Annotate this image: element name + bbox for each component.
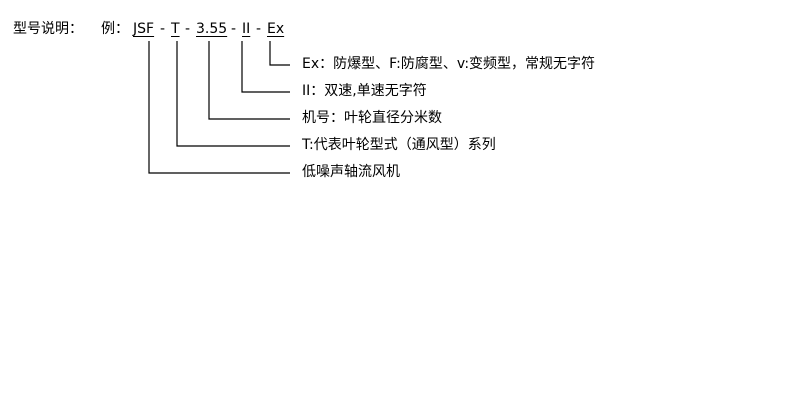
model-note-label: 型号说明： xyxy=(13,21,83,37)
leader-size xyxy=(208,41,290,120)
explanation-protection: Ex：防爆型、F:防腐型、v:变频型，常规无字符 xyxy=(302,56,596,72)
code-separator-4: - xyxy=(256,21,262,37)
code-protection: Ex xyxy=(267,21,285,37)
code-separator-2: - xyxy=(185,21,191,37)
leader-protection xyxy=(269,41,290,66)
explanation-type: T:代表叶轮型式（通风型）系列 xyxy=(302,137,496,153)
code-speed: II xyxy=(242,21,251,37)
example-prefix: 例： xyxy=(101,21,129,37)
code-series: JSF xyxy=(133,21,155,37)
code-separator-3: - xyxy=(231,21,237,37)
explanation-series: 低噪声轴流风机 xyxy=(302,164,400,180)
explanation-speed: II：双速,单速无字符 xyxy=(302,83,427,99)
code-type: T xyxy=(171,21,180,37)
explanation-size: 机号：叶轮直径分米数 xyxy=(302,110,442,126)
leader-series xyxy=(148,41,290,174)
code-separator-1: - xyxy=(160,21,166,37)
leader-type xyxy=(176,41,290,147)
code-size: 3.55 xyxy=(196,21,228,37)
leader-speed xyxy=(241,41,290,93)
